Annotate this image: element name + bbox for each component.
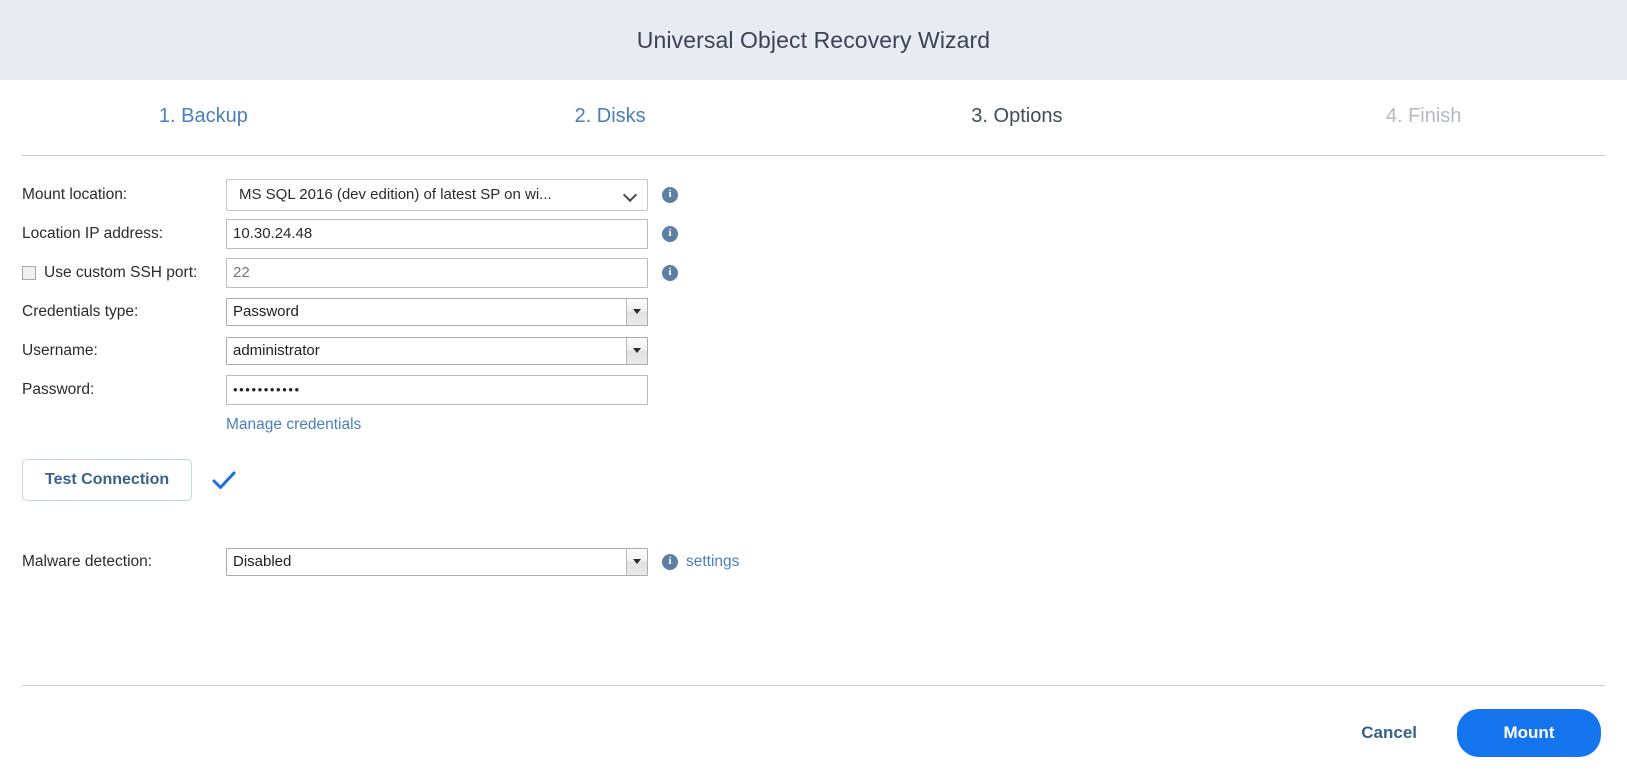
- use-custom-ssh-port-checkbox[interactable]: [22, 265, 36, 280]
- malware-settings-link[interactable]: settings: [686, 552, 740, 570]
- chevron-down-icon: [625, 189, 637, 201]
- malware-detection-select[interactable]: Disabled: [226, 547, 648, 576]
- username-control: administrator: [226, 336, 648, 365]
- select-arrow-icon: [626, 337, 647, 364]
- mount-location-combobox[interactable]: MS SQL 2016 (dev edition) of latest SP o…: [226, 178, 648, 211]
- credentials-type-label: Credentials type:: [22, 302, 139, 320]
- wizard-footer: Cancel Mount: [0, 685, 1627, 781]
- steps-divider: [22, 155, 1605, 156]
- mount-location-label: Mount location:: [22, 185, 128, 203]
- malware-detection-info-icon[interactable]: i: [662, 553, 678, 570]
- password-control: [226, 374, 648, 405]
- checkmark-icon: [210, 466, 238, 494]
- step-finish: 4. Finish: [1385, 104, 1462, 127]
- wizard-title: Universal Object Recovery Wizard: [636, 26, 991, 53]
- ssh-port-control: i: [226, 257, 678, 288]
- row-password: Password:: [0, 373, 1627, 406]
- mount-location-info-icon[interactable]: i: [662, 186, 678, 203]
- row-location-ip: Location IP address: i: [0, 217, 1627, 250]
- step-disks[interactable]: 2. Disks: [574, 104, 646, 127]
- wizard-body: Mount location: MS SQL 2016 (dev edition…: [0, 156, 1627, 685]
- malware-detection-control: Disabled i settings: [226, 547, 740, 576]
- password-label: Password:: [22, 380, 95, 398]
- location-ip-info-icon[interactable]: i: [662, 225, 678, 242]
- step-backup[interactable]: 1. Backup: [158, 104, 248, 127]
- ssh-port-label-group: Use custom SSH port:: [22, 264, 226, 282]
- malware-detection-label: Malware detection:: [22, 552, 153, 570]
- row-username: Username: administrator: [0, 334, 1627, 367]
- wizard-titlebar: Universal Object Recovery Wizard: [0, 0, 1627, 80]
- credentials-type-control: Password: [226, 297, 648, 326]
- ssh-port-label: Use custom SSH port:: [44, 263, 198, 281]
- row-manage-credentials: Manage credentials: [0, 412, 1627, 438]
- username-label: Username:: [22, 341, 98, 359]
- username-value: administrator: [233, 342, 320, 359]
- row-mount-location: Mount location: MS SQL 2016 (dev edition…: [0, 178, 1627, 211]
- ssh-port-info-icon[interactable]: i: [662, 264, 678, 281]
- row-ssh-port: Use custom SSH port: i: [0, 256, 1627, 289]
- manage-credentials-link[interactable]: Manage credentials: [226, 416, 362, 433]
- row-credentials-type: Credentials type: Password: [0, 295, 1627, 328]
- location-ip-input[interactable]: [226, 218, 648, 249]
- test-connection-button[interactable]: Test Connection: [22, 459, 193, 501]
- select-arrow-icon: [626, 298, 647, 325]
- cancel-button[interactable]: Cancel: [1351, 715, 1427, 751]
- credentials-type-value: Password: [233, 303, 299, 320]
- row-test-connection: Test Connection: [0, 459, 1627, 501]
- select-arrow-icon: [626, 548, 647, 575]
- username-select[interactable]: administrator: [226, 336, 648, 365]
- mount-location-value: MS SQL 2016 (dev edition) of latest SP o…: [239, 186, 552, 203]
- location-ip-label: Location IP address:: [22, 224, 164, 242]
- credentials-type-select[interactable]: Password: [226, 297, 648, 326]
- row-malware-detection: Malware detection: Disabled i settings: [0, 545, 1627, 578]
- footer-divider: [22, 685, 1605, 686]
- ssh-port-input[interactable]: [226, 257, 648, 288]
- mount-location-control: MS SQL 2016 (dev edition) of latest SP o…: [226, 178, 678, 211]
- step-options[interactable]: 3. Options: [971, 104, 1063, 127]
- location-ip-control: i: [226, 218, 678, 249]
- password-input[interactable]: [226, 374, 648, 405]
- mount-button[interactable]: Mount: [1457, 709, 1601, 757]
- malware-detection-value: Disabled: [233, 553, 292, 570]
- wizard-steps: 1. Backup 2. Disks 3. Options 4. Finish: [0, 80, 1627, 156]
